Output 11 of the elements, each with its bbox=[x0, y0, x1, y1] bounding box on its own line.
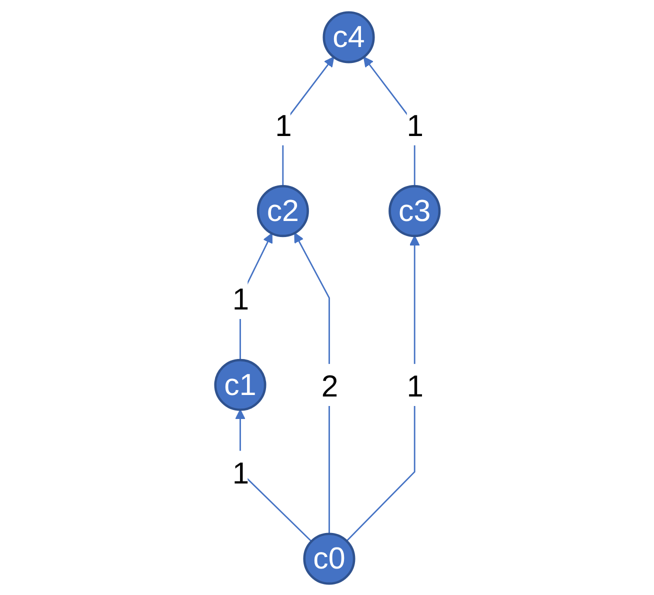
node-circle: c4 bbox=[322, 10, 374, 63]
node-circle: c0 bbox=[302, 532, 355, 584]
node-circle: c2 bbox=[256, 184, 309, 237]
node-circle: c1 bbox=[214, 358, 266, 410]
edge-label: 2 bbox=[320, 368, 338, 404]
edge-label: 1 bbox=[232, 281, 249, 316]
edge-label: 1 bbox=[232, 454, 249, 490]
edge-label: 1 bbox=[274, 107, 292, 142]
edge-label: 1 bbox=[406, 368, 423, 404]
node-circle: c3 bbox=[388, 184, 440, 237]
edge-label: 1 bbox=[406, 107, 423, 142]
